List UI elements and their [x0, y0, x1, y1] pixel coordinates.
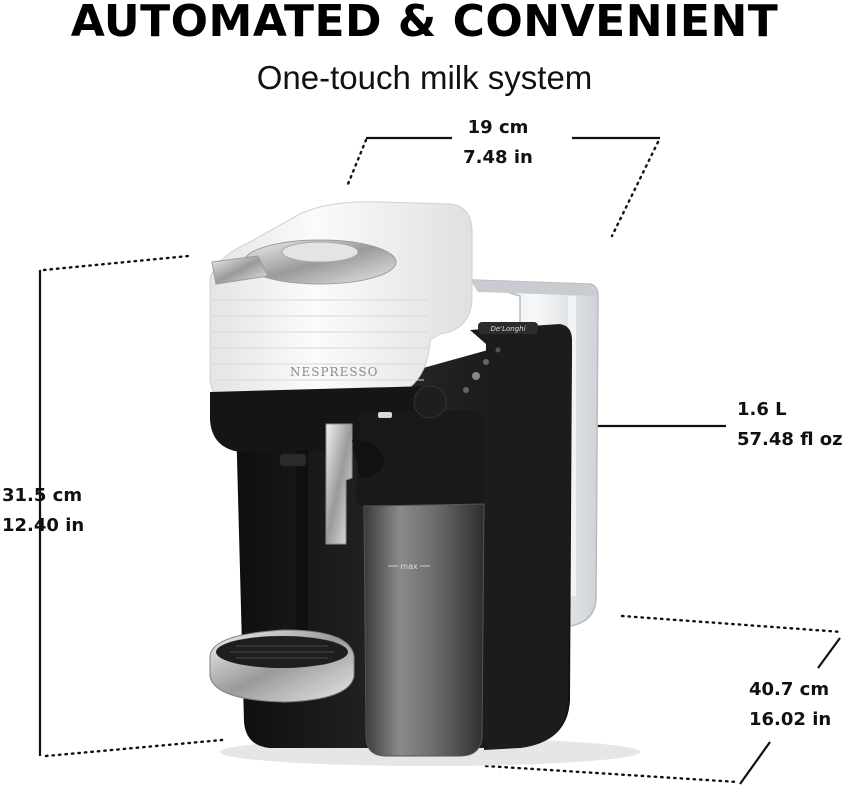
coffee-outlet — [280, 454, 306, 466]
headline-title: AUTOMATED & CONVENIENT — [70, 0, 779, 47]
depth-bar-bottom — [739, 741, 771, 785]
depth-dotted-bottom — [484, 764, 740, 784]
depth-metric: 40.7 cm — [749, 679, 830, 700]
capacity-metric: 1.6 L — [737, 399, 787, 420]
capacity-label: 1.6 L 57.48 fl oz — [737, 398, 843, 452]
depth-dotted-top — [620, 614, 844, 634]
depth-label: 40.7 cm 16.02 in — [749, 678, 831, 732]
width-metric: 19 cm — [467, 117, 529, 138]
maker-logo: De'Longhi — [490, 325, 525, 333]
height-label: 31.5 cm 12.40 in — [2, 484, 84, 538]
milk-jug — [363, 503, 485, 757]
button-3 — [472, 372, 480, 380]
jug-max-marking: max — [400, 562, 418, 571]
button-2 — [483, 359, 489, 365]
depth-imperial: 16.02 in — [749, 709, 832, 730]
width-dotted-right — [610, 140, 660, 238]
height-metric: 31.5 cm — [2, 485, 83, 506]
width-imperial: 7.48 in — [463, 147, 533, 168]
headline-subtitle: One-touch milk system — [256, 59, 593, 96]
water-tank-lid — [470, 280, 598, 296]
height-imperial: 12.40 in — [2, 515, 85, 536]
milk-jug-top — [355, 410, 484, 506]
width-dotted-left — [346, 138, 368, 186]
froth-dial — [413, 385, 447, 419]
milk-spout — [325, 423, 353, 545]
capacity-imperial: 57.48 fl oz — [737, 429, 843, 450]
logo-plate — [478, 322, 538, 334]
button-4 — [463, 387, 469, 393]
button-1 — [495, 347, 501, 353]
height-dotted-top — [42, 254, 190, 272]
lid-lever — [211, 255, 269, 285]
depth-bar-top — [817, 637, 841, 669]
brand-logo: NESPRESSO — [290, 365, 378, 379]
width-label: 19 cm 7.48 in — [458, 116, 538, 170]
